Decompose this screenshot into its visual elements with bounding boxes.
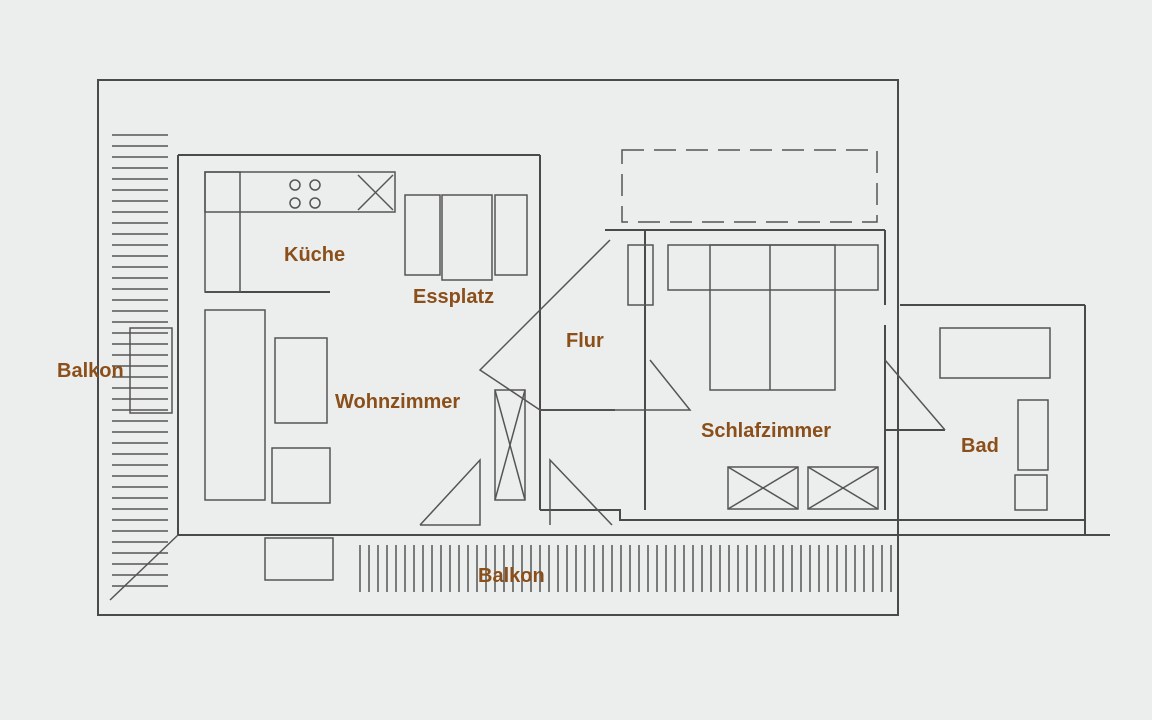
- outer-walls: [97, 79, 1110, 616]
- room-label-kueche: Küche: [284, 244, 346, 266]
- bottom-balcony-hatch: [359, 545, 892, 592]
- room-label-wohnzimmer: Wohnzimmer: [335, 391, 461, 413]
- room-label-essplatz: Essplatz: [413, 286, 495, 308]
- room-label-bad: Bad: [961, 435, 999, 457]
- room-label-flur: Flur: [566, 330, 604, 352]
- left-balcony-hatch: [112, 134, 168, 587]
- furniture: [129, 149, 1051, 581]
- room-label-schlafzimmer: Schlafzimmer: [701, 420, 832, 442]
- balcony-hatching: [109, 534, 179, 601]
- room-label-balkon-left: Balkon: [57, 360, 124, 382]
- door-swings: [419, 239, 946, 526]
- room-label-balkon-bottom: Balkon: [478, 565, 545, 587]
